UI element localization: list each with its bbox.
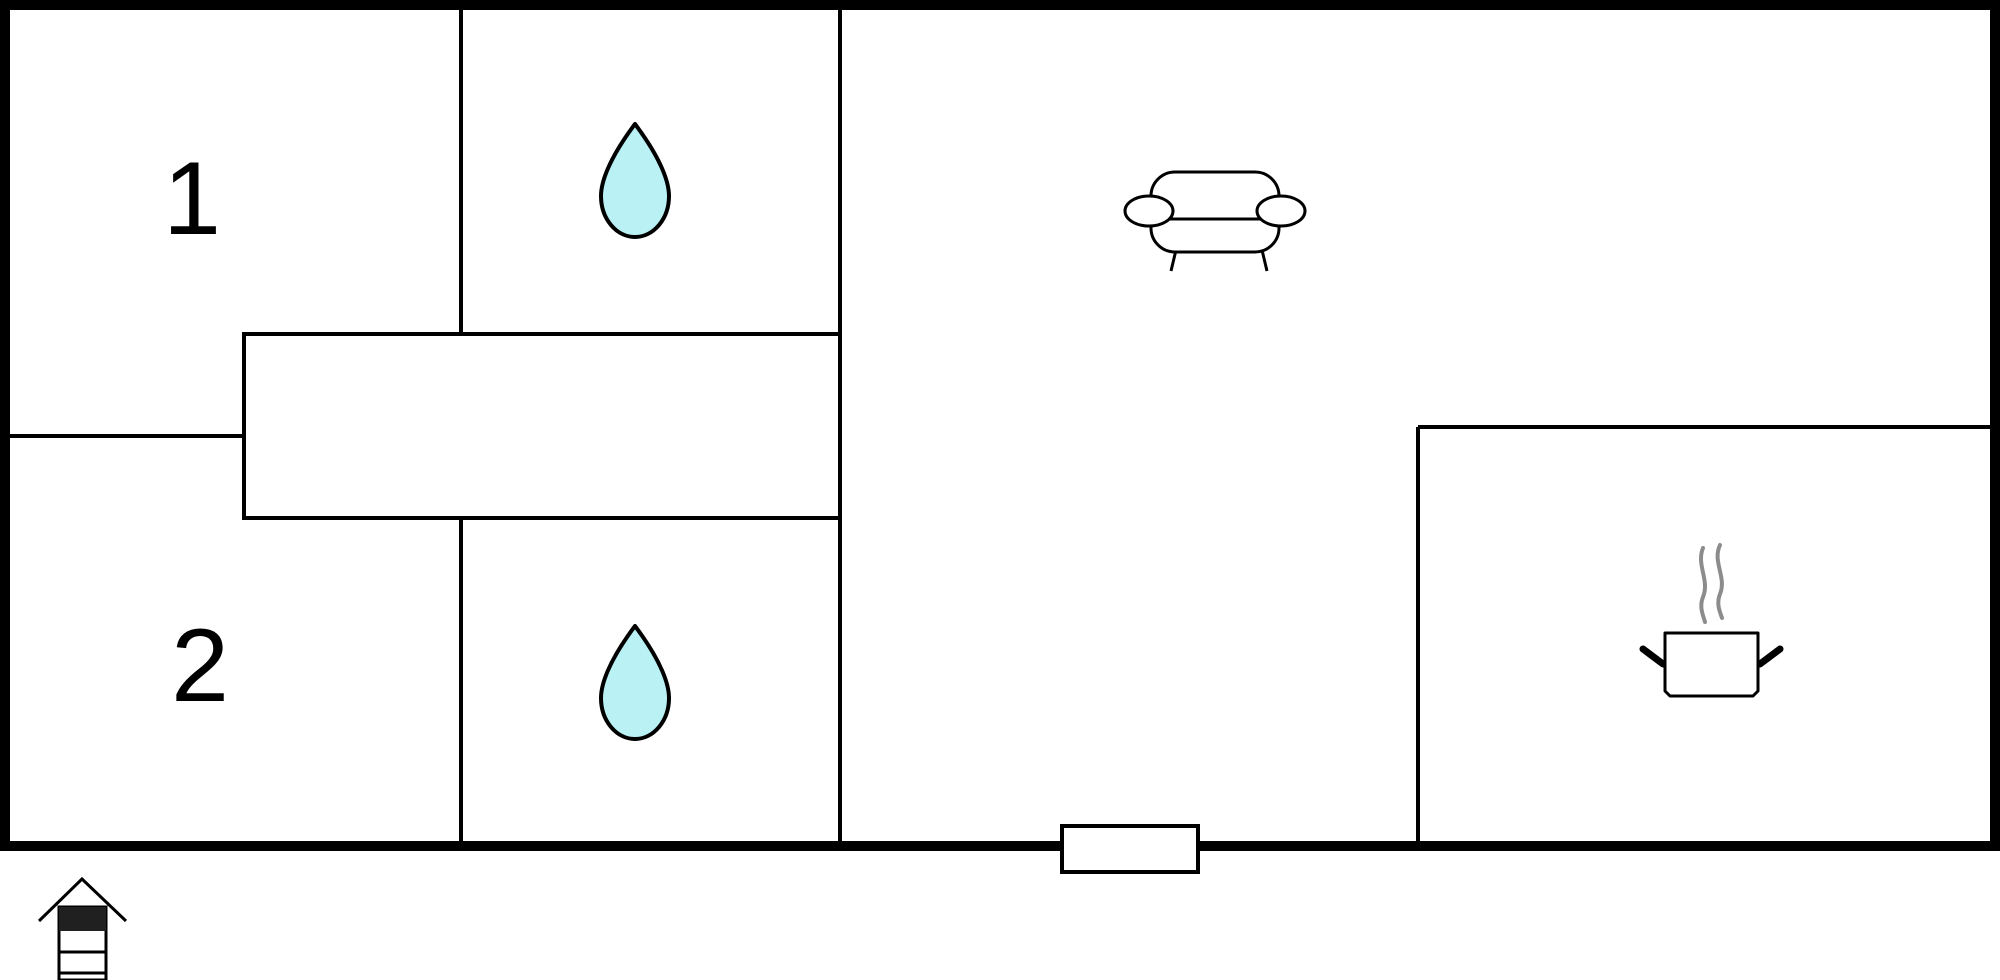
house-entrance-icon [37,876,128,980]
cooking-pot-icon [1639,543,1784,698]
bedroom-2-number: 2 [171,608,229,724]
water-drop-icon [599,624,671,741]
hallway-closet [242,332,842,520]
interior-walls [10,10,1990,846]
entrance-door [1060,824,1200,874]
outer-walls [0,0,2000,851]
sofa-icon [1123,170,1307,272]
water-drop-icon [599,122,671,239]
bedroom-1-number: 1 [163,141,221,257]
